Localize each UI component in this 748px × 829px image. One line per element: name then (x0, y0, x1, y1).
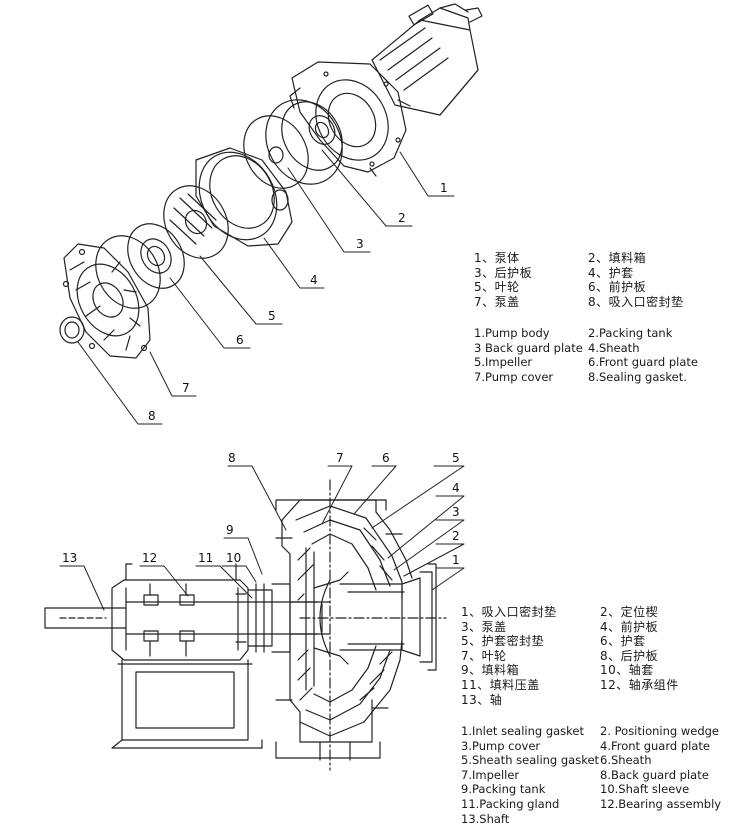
impeller-exploded (163, 185, 229, 259)
legend-item: 12.Bearing assembly (600, 796, 722, 811)
legend-item: 9.Packing tank (461, 782, 546, 797)
pump-cover-exploded (62, 243, 151, 359)
callout-section-4: 4 (452, 481, 460, 495)
callout-exploded-4: 4 (310, 273, 318, 287)
legend-item: 10、轴套 (600, 663, 654, 678)
legend-item: 2、填料箱 (588, 251, 647, 265)
legend-item: 13.Shaft (461, 811, 510, 826)
legend-item: 11、填料压盖 (461, 677, 540, 692)
legend-item: 3、后护板 (474, 265, 533, 280)
callout-section-13: 13 (62, 551, 77, 565)
packing-tank-exploded (265, 99, 343, 185)
legend-item: 2. Positioning wedge (600, 724, 719, 738)
sheath-exploded (195, 147, 293, 247)
leader-lines-exploded (77, 149, 455, 425)
front-guard-plate-exploded (95, 223, 185, 309)
legend-item: 1、泵体 (474, 251, 520, 265)
legend-item: 1、吸入口密封垫 (461, 605, 557, 619)
legend-item: 6、护套 (600, 634, 646, 649)
callout-exploded-2: 2 (398, 211, 406, 225)
legend-item: 4.Sheath (588, 340, 640, 355)
legend-item: 1.Inlet sealing gasket (461, 724, 585, 738)
callout-exploded-5: 5 (268, 309, 276, 323)
legend-item: 7、叶轮 (461, 648, 507, 663)
callout-section-3: 3 (452, 505, 460, 519)
legend-item: 3.Pump cover (461, 738, 541, 753)
exploded-legend-cn-left: 1、泵体 3、后护板 5、叶轮 7、泵盖 (474, 251, 532, 309)
section-legend-en-left: 1.Inlet sealing gasket 3.Pump cover 5.Sh… (461, 724, 599, 826)
legend-item: 1.Pump body (474, 326, 550, 340)
legend-item: 3、泵盖 (461, 619, 507, 634)
section-drawing (44, 479, 447, 771)
sealing-gasket-exploded (59, 316, 85, 344)
callout-section-11: 11 (198, 551, 213, 565)
legend-item: 8、后护板 (600, 648, 659, 663)
legend-item: 9、填料箱 (461, 663, 520, 678)
legend-item: 5.Impeller (474, 355, 533, 370)
legend-item: 5、叶轮 (474, 280, 520, 295)
leader-lines-section (59, 465, 465, 611)
motor-assembly (371, 3, 483, 116)
legend-item: 11.Packing gland (461, 796, 560, 811)
legend-item: 7.Impeller (461, 767, 520, 782)
legend-item: 8.Sealing gasket. (588, 369, 687, 384)
section-legend-en-right: 2. Positioning wedge 4.Front guard plate… (600, 724, 721, 812)
legend-item: 3 Back guard plate (474, 340, 583, 355)
legend-item: 5、护套密封垫 (461, 634, 545, 649)
legend-item: 8、吸入口密封垫 (588, 294, 684, 309)
callout-section-7: 7 (336, 451, 344, 465)
callout-exploded-1: 1 (440, 181, 448, 195)
callout-section-5: 5 (452, 451, 460, 465)
callout-section-9: 9 (226, 523, 234, 537)
section-legend-cn-left: 1、吸入口密封垫 3、泵盖 5、护套密封垫 7、叶轮 9、填料箱 11、填料压盖… (461, 605, 557, 707)
legend-item: 8.Back guard plate (600, 767, 709, 782)
callout-exploded-3: 3 (356, 237, 364, 251)
section-legend-cn-right: 2、定位楔 4、前护板 6、护套 8、后护板 10、轴套 12、轴承组件 (600, 605, 679, 693)
legend-item: 6.Sheath (600, 753, 652, 768)
callout-section-8: 8 (228, 451, 236, 465)
legend-item: 4、护套 (588, 265, 634, 280)
callout-section-1: 1 (452, 553, 460, 567)
legend-item: 2、定位楔 (600, 605, 659, 619)
legend-item: 2.Packing tank (588, 326, 673, 340)
legend-item: 5.Sheath sealing gasket (461, 753, 600, 768)
legend-item: 4、前护板 (600, 619, 659, 634)
callout-section-6: 6 (382, 451, 390, 465)
legend-item: 6.Front guard plate (588, 355, 698, 370)
legend-item: 13、轴 (461, 692, 503, 707)
callout-exploded-7: 7 (182, 381, 190, 395)
legend-item: 7、泵盖 (474, 294, 520, 309)
callout-section-12: 12 (142, 551, 157, 565)
exploded-legend-cn-right: 2、填料箱 4、护套 6、前护板 8、吸入口密封垫 (588, 251, 684, 309)
callout-exploded-6: 6 (236, 333, 244, 347)
exploded-legend-en-right: 2.Packing tank 4.Sheath 6.Front guard pl… (588, 326, 698, 384)
back-guard-plate-exploded (243, 115, 309, 189)
legend-item: 7.Pump cover (474, 369, 554, 384)
callout-section-2: 2 (452, 529, 460, 543)
callout-section-10: 10 (226, 551, 241, 565)
legend-item: 6、前护板 (588, 280, 647, 295)
legend-item: 4.Front guard plate (600, 738, 710, 753)
exploded-legend-en-left: 1.Pump body 3 Back guard plate 5.Impelle… (474, 326, 583, 384)
legend-item: 10.Shaft sleeve (600, 782, 690, 797)
callout-exploded-8: 8 (148, 409, 156, 423)
legend-item: 12、轴承组件 (600, 677, 679, 692)
